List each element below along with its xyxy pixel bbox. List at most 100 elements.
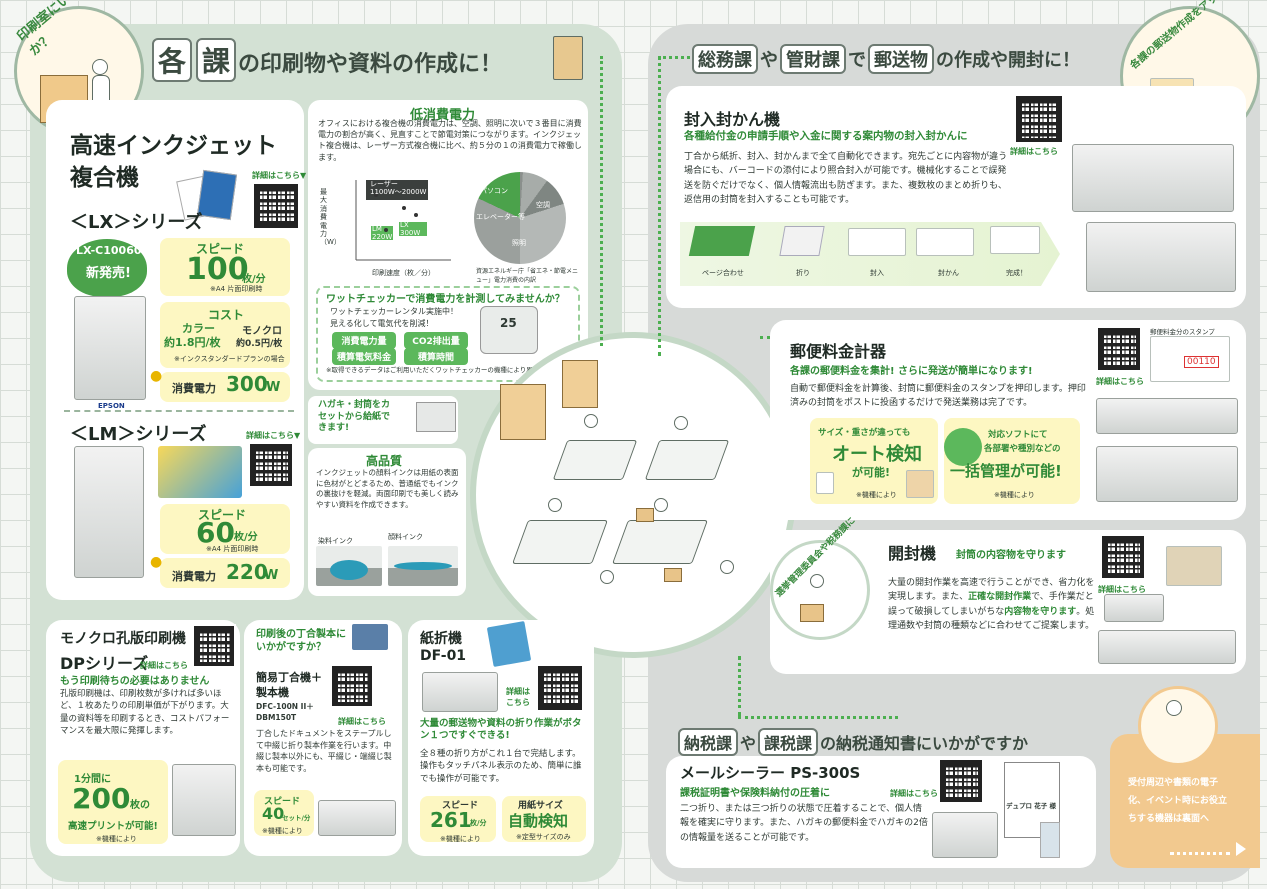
postage-box2-c: 一括管理が可能!: [950, 462, 1062, 480]
bind-name: 簡易丁合機＋製本機: [256, 671, 322, 700]
postage-box2-circle: [944, 428, 982, 466]
lx-cost-box: [160, 302, 290, 368]
opener-detail-link[interactable]: 詳細はこちら: [1098, 585, 1146, 594]
tax-title: メールシーラー PS-300S: [680, 764, 861, 782]
opener-qr[interactable]: [1100, 534, 1146, 580]
lm-qr[interactable]: [248, 442, 294, 488]
lm-detail-link[interactable]: 詳細はこちら▼: [246, 431, 301, 440]
heading-rest: の印刷物や資料の作成に！: [238, 52, 503, 77]
dp-title-1: モノクロ孔版印刷機: [60, 631, 186, 647]
postage-box2-b: 各部署や種別などの: [984, 444, 1061, 454]
tax-heading: 納税課や課税課の納税通知書にいかがですか: [676, 728, 1028, 756]
watt-line1: ワットチェッカーレンタル実施中！: [330, 307, 458, 316]
heading-rest-right: の作成や開封に！: [936, 50, 1080, 71]
chart-lx-label: LX 300W: [400, 221, 421, 237]
lm-sample-poster: [158, 446, 242, 498]
step-2-label: 封入: [870, 269, 884, 277]
inserter-detail-link[interactable]: 詳細はこちら: [1010, 147, 1058, 156]
lm-power-value: 220: [226, 560, 268, 584]
inkjet-title-2: 複合機: [70, 165, 139, 191]
dp-detail-link[interactable]: 詳細はこちら: [140, 661, 188, 670]
fold-qr[interactable]: [536, 664, 584, 712]
lx-power-label: 消費電力: [172, 382, 216, 395]
fold-size-note: ※定型サイズのみ: [516, 833, 571, 841]
back-arrow-icon[interactable]: [1236, 842, 1246, 856]
step-4-image: [990, 226, 1040, 254]
lx-power: 300W: [400, 228, 421, 237]
dp-num: 200: [72, 782, 131, 815]
dp-note: ※機種により: [96, 835, 137, 843]
opener-hl-1: 正確な開封作業: [968, 592, 1032, 603]
desk-4: [611, 520, 709, 564]
postage-title: 郵便料金計器: [790, 342, 887, 361]
lx-speed-value: 100: [186, 252, 249, 287]
opener-badge-person: [810, 574, 824, 588]
inkjet-title-1: 高速インクジェット: [70, 133, 277, 159]
heading-tag-ka: 課: [196, 38, 237, 82]
tax-detail-link[interactable]: 詳細はこちら: [890, 789, 938, 798]
heading-tag-nouzei: 納税課: [678, 728, 739, 756]
bind-qr[interactable]: [330, 664, 374, 708]
postage-box1-c: が可能!: [852, 466, 891, 479]
desk-3: [511, 520, 609, 564]
step-1-label: 折り: [796, 269, 810, 277]
bind-title: 印刷後の丁合製本にいかがですか？: [256, 629, 346, 653]
office-worker-6: [720, 560, 734, 574]
step-3-image: [916, 228, 974, 256]
bind-brochure: [352, 624, 388, 650]
inkjet-detail-link[interactable]: 詳細はこちら▼: [252, 171, 307, 180]
watt-note: ※取得できるデータはご利用いただくワットチェッカーの機種により異なります。: [326, 366, 565, 374]
postage-box1-a: サイズ・重さが違っても: [818, 428, 911, 438]
quality-title: 高品質: [366, 454, 403, 468]
lx-cost-note: ※インクスタンダードプランの場合: [174, 355, 285, 363]
office-worker-1: [584, 414, 598, 428]
lm-speed-label: スピード: [198, 508, 247, 522]
inserter-title: 封入封かん機: [684, 110, 781, 129]
heading-de: で: [848, 50, 866, 71]
tax-card-name: デュプロ 花子 様: [1006, 802, 1057, 810]
fold-brochure: [486, 621, 532, 667]
opener-envelope-image: [1166, 546, 1222, 586]
connector-6: [760, 336, 770, 339]
pigment-illustration: [388, 546, 458, 586]
back-page-text: 受付周辺や書類の電子化、イベント時にお役立ちする機器は裏面へ: [1128, 778, 1228, 824]
lx-power-unit: W: [266, 380, 281, 395]
lm-printer-image: [74, 446, 144, 578]
inserter-qr[interactable]: [1014, 94, 1064, 144]
copier-icon: [553, 36, 583, 80]
heading-tag-kaku: 各: [152, 38, 193, 82]
fold-title-1: 紙折機: [420, 631, 462, 647]
bind-speed-label: スピード: [264, 797, 301, 807]
postage-detail-link[interactable]: 詳細はこちら: [1096, 377, 1144, 386]
bind-models: DFC-100N II＋DBM150T: [256, 702, 314, 722]
office-worker-4: [654, 498, 668, 512]
inkjet-qr[interactable]: [252, 182, 300, 230]
dp-qr[interactable]: [192, 624, 236, 668]
bind-detail-link[interactable]: 詳細はこちら: [338, 717, 386, 726]
connector-2: [658, 56, 690, 59]
postage-stamp-value: 00110: [1184, 356, 1219, 368]
lm-power-unit: W: [264, 568, 279, 583]
watt-line2: 見える化して電気代を削減！: [330, 319, 434, 328]
chart-ylabel: 最大消費電力（W）: [320, 188, 341, 247]
lm-speed-value: 60: [196, 516, 235, 549]
lm-speed-unit: 枚/分: [234, 532, 258, 543]
fold-detail-link[interactable]: 詳細はこちら: [506, 687, 530, 707]
tax-postcard-back: [1040, 822, 1060, 858]
postage-qr[interactable]: [1096, 326, 1142, 372]
opener-text-1: 大量の開封作業を高速で行うことができ、省力化を実現します。また、: [888, 578, 1095, 603]
heading-tag-kanzai: 管財課: [780, 44, 846, 74]
step-0-image: [688, 226, 756, 256]
postage-text: 自動で郵便料金を計算後、封筒に郵便料金のスタンプを押印します。押印済みの封筒をポ…: [790, 384, 1086, 409]
watt-tag-0: 消費電力量: [332, 332, 396, 349]
pigment-label: 顔料インク: [388, 533, 423, 541]
fold-speed-label: スピード: [442, 801, 479, 811]
bulb-icon-2: ●: [150, 554, 163, 570]
tax-qr[interactable]: [938, 758, 984, 804]
lx-cost-color: 約1.8円/枚: [164, 336, 221, 349]
opener-title: 開封機: [888, 544, 937, 563]
dp-text: 孔版印刷機は、印刷枚数が多ければ多いほど、１枚あたりの印刷単価が下がります。大量…: [60, 689, 230, 736]
postage-box1-b: オート検知: [832, 444, 922, 465]
desk-1: [552, 440, 638, 480]
epson-brand: EPSON: [98, 402, 125, 410]
